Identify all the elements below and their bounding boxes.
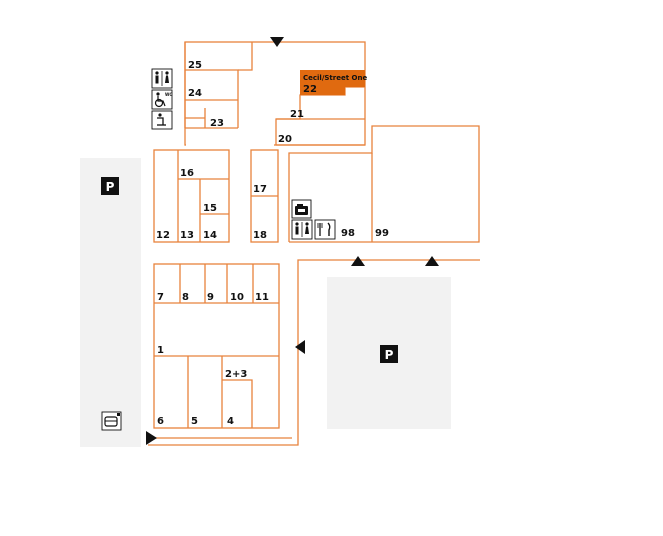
- unit-99-label: 99: [375, 228, 389, 239]
- unit-10-label: 10: [230, 292, 244, 303]
- unit-16-label: 16: [180, 168, 194, 179]
- walkway-path: [148, 259, 480, 446]
- parking-label: P: [385, 348, 394, 362]
- wc-label: WC: [165, 92, 172, 97]
- unit-12-label: 12: [156, 230, 170, 241]
- bus-stop-icon: [101, 411, 122, 431]
- unit-98-label: 98: [341, 228, 355, 239]
- restroom-icon: [291, 219, 313, 240]
- accessible-wc-icon: WC: [151, 89, 173, 110]
- unit-wall: [222, 379, 253, 428]
- unit-11-label: 11: [255, 292, 269, 303]
- unit-23-label: 23: [210, 118, 224, 129]
- highlight-name: Cecil/Street One: [303, 74, 367, 82]
- building-98-99: [288, 125, 480, 243]
- unit-22-highlight[interactable]: [300, 70, 365, 95]
- building-west-block: [153, 149, 230, 243]
- unit-25-label: 25: [188, 60, 202, 71]
- unit-15-label: 15: [203, 203, 217, 214]
- parking-icon: [380, 345, 398, 363]
- unit-17-label: 17: [253, 184, 267, 195]
- restaurant-icon: [314, 219, 336, 240]
- unit-21-label: 21: [290, 109, 304, 120]
- unit-8-label: 8: [182, 292, 189, 303]
- unit-18-label: 18: [253, 230, 267, 241]
- unit-7-label: 7: [157, 292, 164, 303]
- entrance-arrow-west: [295, 340, 305, 354]
- unit-24-label: 24: [188, 88, 202, 99]
- parking-area-west: [80, 158, 141, 447]
- entrance-arrow-east-1: [351, 256, 365, 266]
- unit-13-label: 13: [180, 230, 194, 241]
- unit-wall: [238, 42, 253, 71]
- atm-icon: [291, 199, 312, 219]
- toilets-icon: [151, 68, 173, 89]
- unit-9-label: 9: [207, 292, 214, 303]
- unit-14-label: 14: [203, 230, 217, 241]
- parking-sign-west: P: [101, 177, 119, 195]
- unit-wall: [185, 69, 239, 128]
- entrance-arrow-east-2: [425, 256, 439, 266]
- entrance-arrow-top: [270, 37, 284, 47]
- parking-sign-east: P: [380, 345, 398, 363]
- unit-5-label: 5: [191, 416, 198, 427]
- highlight-number: 22: [303, 84, 317, 95]
- unit-6-label: 6: [157, 416, 164, 427]
- unit-20-label: 20: [278, 134, 292, 145]
- building-lower-block: [153, 263, 280, 429]
- unit-1-label: 1: [157, 345, 164, 356]
- parking-icon: [101, 177, 119, 195]
- parking-label: P: [106, 180, 115, 194]
- entrance-arrow-bottom: [146, 431, 157, 445]
- baby-change-icon: [151, 110, 173, 130]
- unit-2-3-label: 2+3: [225, 369, 247, 380]
- unit-4-label: 4: [227, 416, 234, 427]
